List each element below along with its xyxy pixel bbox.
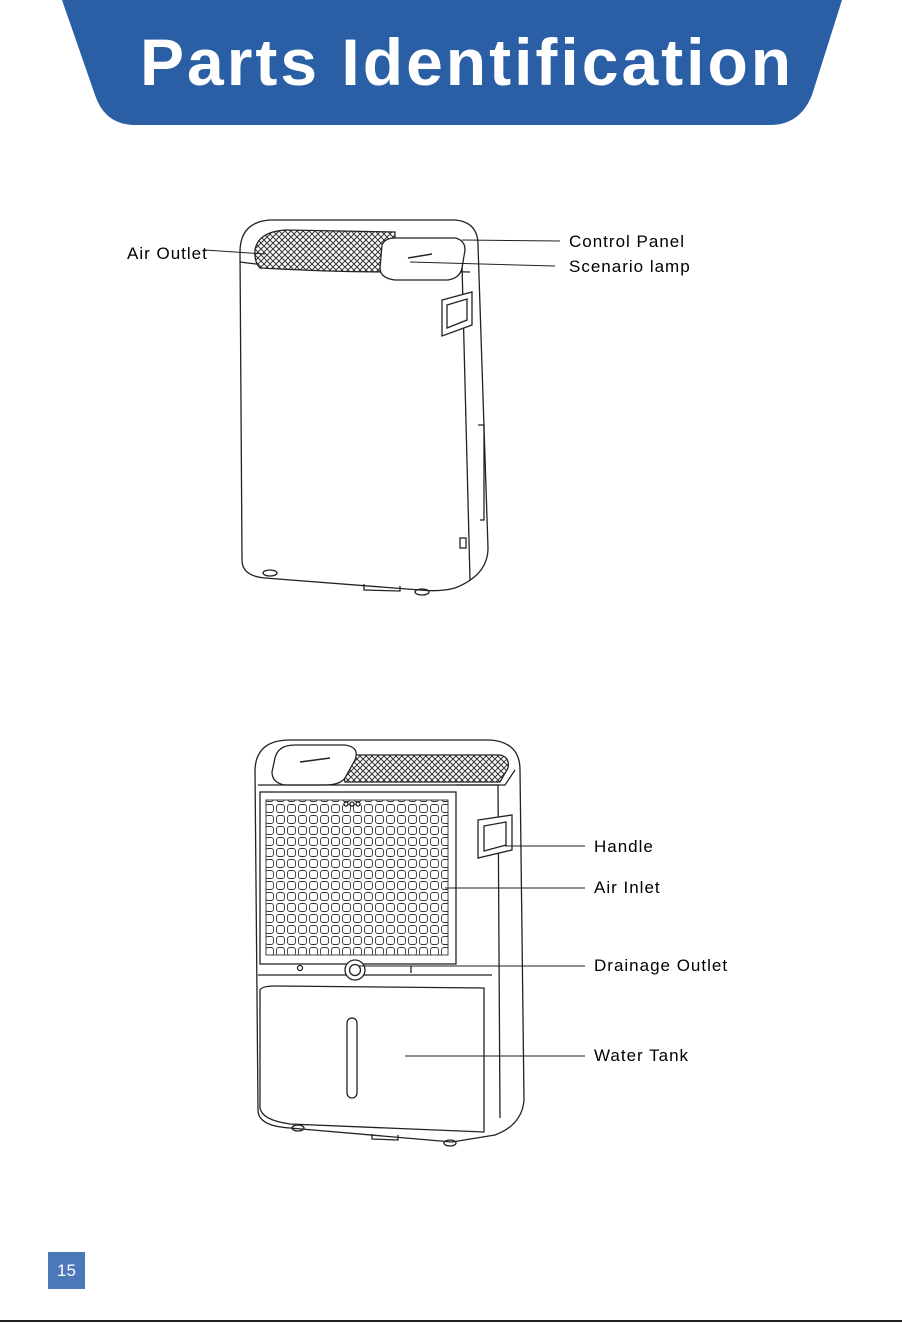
label-control-panel: Control Panel xyxy=(569,232,685,252)
label-water-tank: Water Tank xyxy=(594,1046,689,1066)
rear-view-unit xyxy=(240,220,488,595)
label-air-inlet: Air Inlet xyxy=(594,878,661,898)
label-air-outlet: Air Outlet xyxy=(127,244,208,264)
label-drainage-outlet: Drainage Outlet xyxy=(594,956,728,976)
page-number: 15 xyxy=(48,1252,85,1289)
front-view-unit xyxy=(255,740,524,1146)
label-handle: Handle xyxy=(594,837,654,857)
bottom-rule xyxy=(0,1320,902,1322)
label-scenario-lamp: Scenario lamp xyxy=(569,257,691,277)
